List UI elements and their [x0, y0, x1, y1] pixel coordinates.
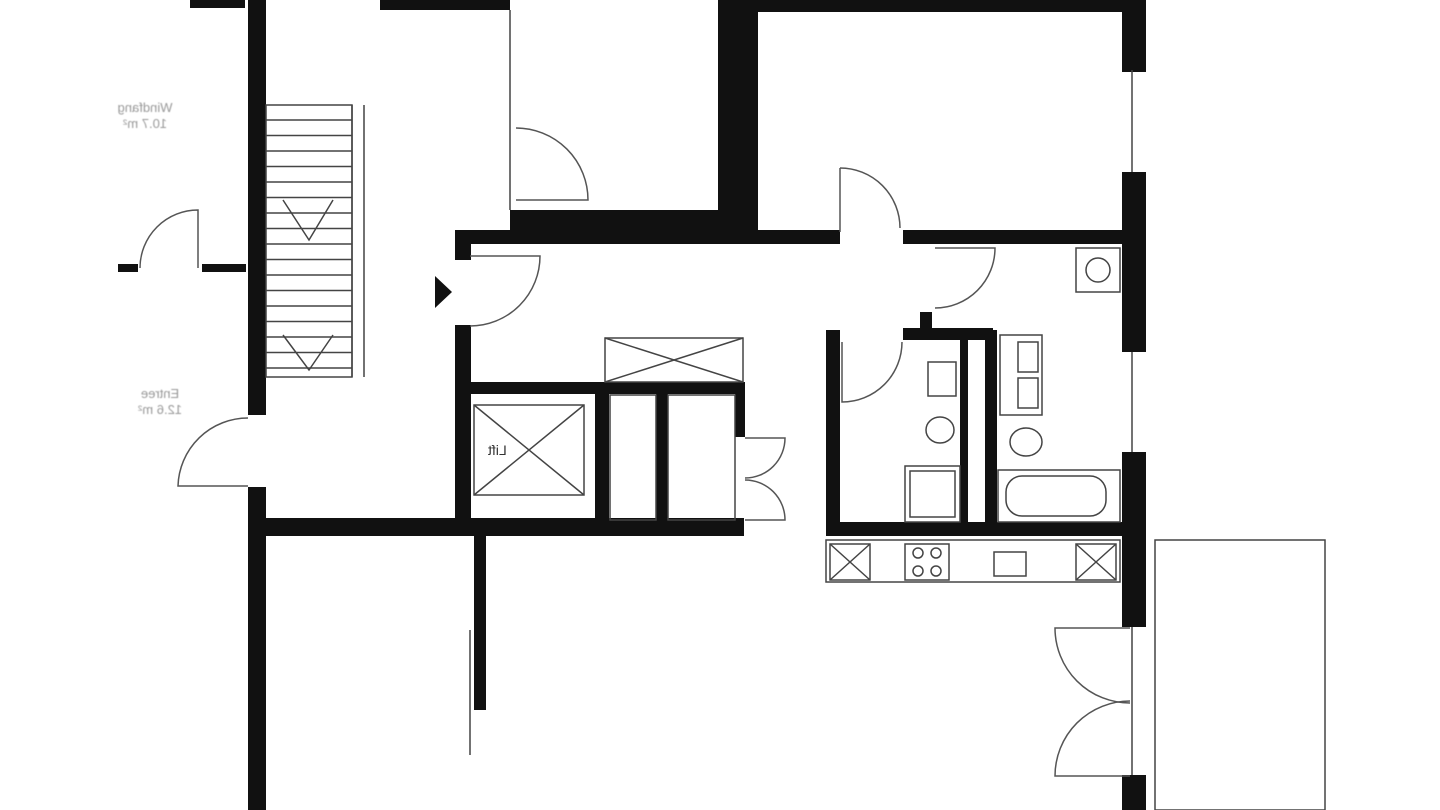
- walls: [118, 0, 1146, 810]
- room-area: 10.7 m²: [122, 116, 168, 131]
- doors: [139, 10, 1131, 777]
- room-label-entree: Entree 12.6 m²: [115, 386, 205, 418]
- fixtures: [473, 70, 1326, 810]
- room-name: Windfang: [117, 100, 173, 115]
- room-label-windfang: Windfang 10.7 m²: [100, 100, 190, 132]
- stairs: [265, 104, 452, 378]
- lift-label: Lift: [488, 442, 507, 458]
- room-area: 12.6 m²: [137, 402, 183, 417]
- room-name: Entree: [140, 386, 180, 401]
